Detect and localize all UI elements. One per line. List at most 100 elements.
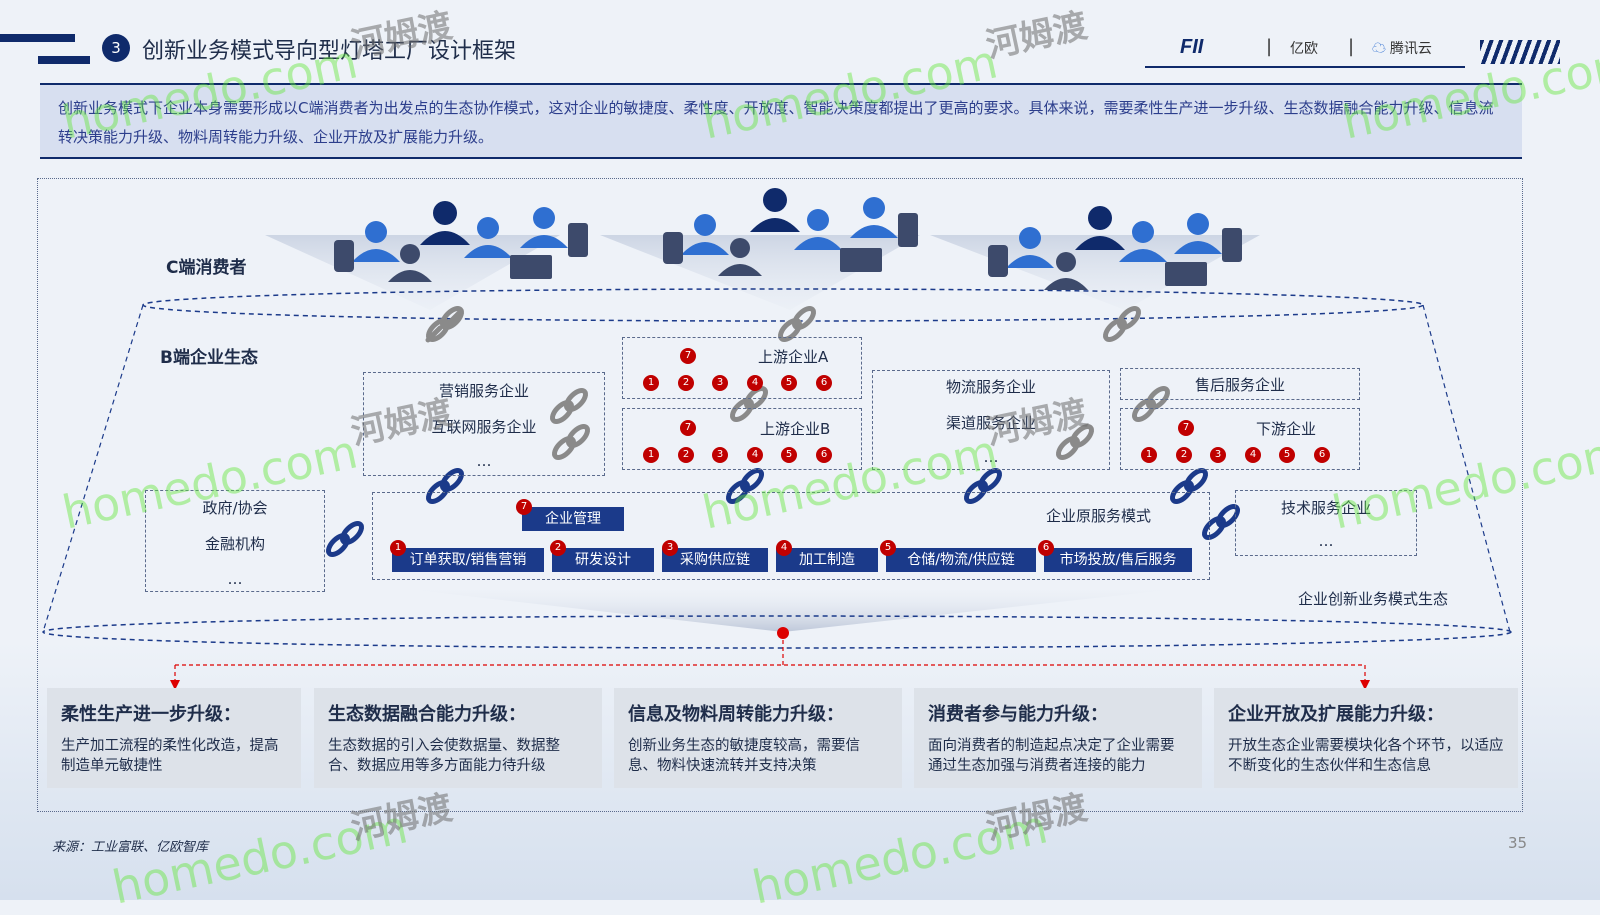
arrow-down-icon (1360, 680, 1370, 690)
gov-finance-group (145, 490, 325, 592)
financial-institution-label: 金融机构 (204, 535, 265, 553)
step-badge: 2 (678, 447, 694, 463)
chain-link-icon (1170, 468, 1208, 504)
page-number: 35 (1508, 834, 1528, 852)
page-title: 创新业务模式导向型灯塔工厂设计框架 (142, 39, 517, 64)
after-sales-label: 售后服务企业 (1194, 376, 1285, 394)
ecosystem-label: 企业创新业务模式生态 (1298, 590, 1449, 608)
step-badge: 5 (781, 375, 797, 391)
arrow-down-icon (170, 680, 180, 690)
enterprise-management-step: 企业管理 (522, 507, 624, 531)
upstream-a-title: 上游企业A (758, 348, 829, 366)
original-service-mode-box (372, 492, 1210, 580)
chain-link-icon (730, 386, 768, 422)
original-mode-label: 企业原服务模式 (1046, 507, 1152, 525)
ecosystem-bottom-funnel (370, 585, 1215, 632)
card-title: 生态数据融合能力升级： (328, 704, 526, 725)
step-badge: 3 (662, 540, 678, 556)
step-badge: 3 (1210, 447, 1226, 463)
chain-link-icon (726, 468, 764, 504)
chain-link-icon (550, 388, 588, 424)
step-badge: 4 (747, 375, 763, 391)
capability-card-flexible-production: 柔性生产进一步升级： 生产加工流程的柔性化改造，提高制造单元敏捷性 (47, 688, 301, 788)
chain-link-icon (1132, 386, 1170, 422)
card-title: 消费者参与能力升级： (928, 704, 1108, 725)
card-body: 生产加工流程的柔性化改造，提高制造单元敏捷性 (61, 738, 279, 774)
step-badge: 5 (781, 447, 797, 463)
step-badge: 6 (816, 447, 832, 463)
internet-service-label: 互联网服务企业 (431, 418, 537, 436)
chain-link-icon (326, 521, 364, 557)
step-badge: 7 (680, 420, 696, 436)
card-body: 面向消费者的制造起点决定了企业需要通过生态加强与消费者连接的能力 (928, 738, 1175, 774)
chain-link-icon (778, 306, 816, 342)
card-body: 开放生态企业需要模块化各个环节，以适应不断变化的生态伙伴和生态信息 (1228, 738, 1504, 774)
middle-right-more-label: … (983, 448, 999, 466)
process-step-rnd: 研发设计 (552, 548, 654, 572)
step-badge: 2 (550, 540, 566, 556)
card-body: 生态数据的引入会使数据量、数据整合、数据应用等多方面能力待升级 (328, 738, 560, 774)
step-badge: 1 (1141, 447, 1157, 463)
ecosystem-bottom-ellipse (42, 615, 1512, 649)
upstream-b-title: 上游企业B (760, 420, 831, 438)
capability-card-consumer: 消费者参与能力升级： 面向消费者的制造起点决定了企业需要通过生态加强与消费者连接… (914, 688, 1202, 788)
logo-separator: | (1348, 36, 1355, 57)
step-badge: 1 (390, 540, 406, 556)
far-right-more-label: … (1318, 532, 1334, 550)
step-badge: 5 (1279, 447, 1295, 463)
after-sales-box (1120, 368, 1360, 400)
step-badge: 2 (1176, 447, 1192, 463)
capability-card-data-fusion: 生态数据融合能力升级： 生态数据的引入会使数据量、数据整合、数据应用等多方面能力… (314, 688, 602, 788)
logistics-service-label: 物流服务企业 (945, 378, 1036, 396)
step-badge: 2 (678, 375, 694, 391)
step-badge: 1 (643, 447, 659, 463)
header-underline (1145, 66, 1465, 68)
logo-separator: | (1266, 36, 1273, 57)
step-badge: 3 (712, 375, 728, 391)
step-badge: 7 (1178, 420, 1194, 436)
distribution-line (174, 640, 1366, 686)
left-service-group (363, 372, 605, 476)
header-bar-decor (38, 56, 90, 64)
step-badge: 4 (776, 540, 792, 556)
consumer-group-2 (663, 188, 918, 276)
card-title: 企业开放及扩展能力升级： (1228, 704, 1444, 725)
chain-link-icon (1103, 306, 1141, 342)
consumer-group-3 (988, 206, 1242, 290)
upstream-a-box (622, 337, 862, 399)
b-end-ecosystem-label: B端企业生态 (160, 348, 258, 368)
header-bar-decor (0, 34, 75, 42)
gov-association-label: 政府/协会 (202, 499, 268, 517)
step-badge: 6 (1314, 447, 1330, 463)
marketing-service-label: 营销服务企业 (438, 382, 529, 400)
process-step-market: 市场投放/售后服务 (1044, 548, 1192, 572)
source-note: 来源：工业富联、亿欧智库 (52, 840, 209, 855)
process-step-order: 订单获取/销售营销 (392, 548, 544, 572)
convergence-dot (777, 627, 789, 639)
card-title: 信息及物料周转能力升级： (628, 704, 844, 725)
logistics-channel-group (872, 370, 1110, 470)
card-title: 柔性生产进一步升级： (61, 704, 241, 725)
process-step-procurement: 采购供应链 (662, 548, 768, 572)
chain-link-icon (964, 468, 1002, 504)
intro-text: 创新业务模式下企业本身需要形成以C端消费者为出发点的生态协作模式，这对企业的敏捷… (40, 83, 1522, 159)
card-body: 创新业务生态的敏捷度较高，需要信息、物料快速流转并支持决策 (628, 738, 860, 774)
process-step-warehousing: 仓储/物流/供应链 (886, 548, 1036, 572)
step-badge: 6 (1038, 540, 1054, 556)
cloud-icon: ☁ (1372, 40, 1386, 56)
tech-service-group (1235, 490, 1417, 556)
step-badge: 1 (643, 375, 659, 391)
tech-service-label: 技术服务企业 (1280, 499, 1371, 517)
step-badge: 4 (1245, 447, 1261, 463)
diagram-frame (37, 178, 1523, 812)
capability-card-info-material: 信息及物料周转能力升级： 创新业务生态的敏捷度较高，需要信息、物料快速流转并支持… (614, 688, 902, 788)
section-number-badge: 3 (102, 34, 130, 62)
chain-link-icon (425, 306, 464, 343)
step-badge: 5 (880, 540, 896, 556)
chain-link-icon (552, 424, 590, 460)
step-badge: 3 (712, 447, 728, 463)
step-badge: 7 (680, 348, 696, 364)
downstream-title: 下游企业 (1256, 420, 1317, 438)
step-badge: 6 (816, 375, 832, 391)
